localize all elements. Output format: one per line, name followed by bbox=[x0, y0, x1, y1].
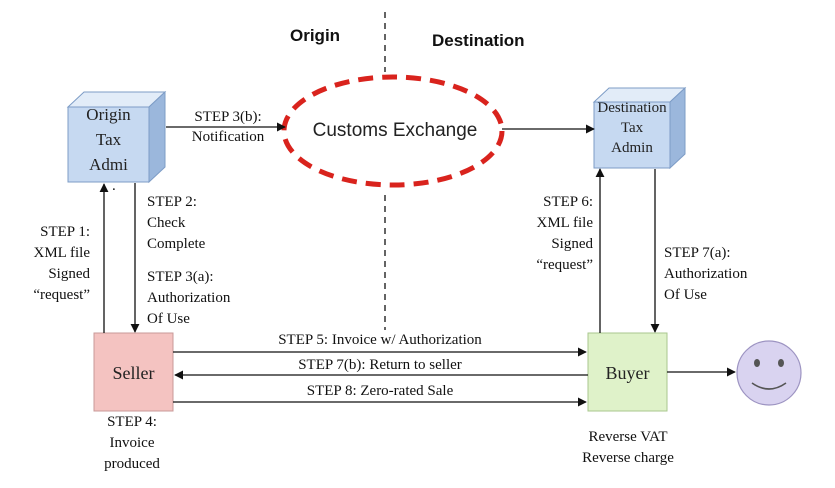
step2-line-2: Check bbox=[147, 215, 186, 231]
step4-line-1: STEP 4: bbox=[107, 414, 157, 430]
destination-tax-line-1: Destination bbox=[597, 100, 667, 116]
buyer-label: Buyer bbox=[605, 363, 650, 383]
step1-line-2: XML file bbox=[33, 245, 90, 261]
step4-line-2: Invoice bbox=[109, 435, 155, 451]
step1-line-1: STEP 1: bbox=[40, 224, 90, 240]
destination-tax-admin-cube bbox=[592, 86, 687, 170]
stray-dot: . bbox=[112, 178, 116, 194]
step7a-line-2: Authorization bbox=[664, 266, 748, 282]
customs-exchange-ellipse bbox=[281, 74, 505, 188]
seller-label: Seller bbox=[112, 363, 155, 383]
destination-tax-admin-label: Destination Tax Admin bbox=[584, 98, 680, 158]
origin-tax-line-1: Origin bbox=[86, 105, 131, 124]
step3b-line-2: Notification bbox=[191, 129, 265, 145]
step1-line-3: Signed bbox=[48, 266, 90, 282]
step7a-label: STEP 7(a): Authorization Of Use bbox=[664, 243, 747, 306]
step2-line-3: Complete bbox=[147, 236, 206, 252]
step3b-label: STEP 3(b): Notification bbox=[178, 107, 278, 147]
step4-line-3: produced bbox=[104, 456, 160, 472]
buyer-box bbox=[587, 332, 668, 412]
step7a-line-3: Of Use bbox=[664, 287, 707, 303]
origin-tax-admin-label: Origin Tax Admi bbox=[68, 102, 149, 177]
origin-header: Origin bbox=[290, 26, 341, 45]
smiley-face-icon bbox=[736, 340, 802, 406]
seller-box bbox=[93, 332, 174, 412]
step3a-line-2: Authorization bbox=[147, 290, 231, 306]
customs-exchange-label: Customs Exchange bbox=[312, 120, 478, 141]
step3a-line-3: Of Use bbox=[147, 311, 190, 327]
step6-line-1: STEP 6: bbox=[543, 194, 593, 210]
destination-header: Destination bbox=[432, 31, 525, 50]
origin-tax-line-2: Tax bbox=[95, 130, 122, 149]
step7b-label: STEP 7(b): Return to seller bbox=[298, 357, 462, 373]
step6-line-2: XML file bbox=[536, 215, 593, 231]
reverse-charge-note: Reverse charge bbox=[582, 450, 674, 466]
origin-tax-line-3: Admi bbox=[89, 155, 128, 174]
step2-label: STEP 2: Check Complete bbox=[147, 192, 205, 255]
step1-line-4: “request” bbox=[33, 287, 90, 303]
step8-label: STEP 8: Zero-rated Sale bbox=[306, 383, 454, 399]
step3a-label: STEP 3(a): Authorization Of Use bbox=[147, 267, 230, 330]
step1-label: STEP 1: XML file Signed “request” bbox=[0, 222, 90, 306]
origin-tax-admin-cube bbox=[66, 90, 167, 184]
destination-tax-line-3: Admin bbox=[611, 140, 653, 156]
step6-line-3: Signed bbox=[551, 236, 593, 252]
step6-line-4: “request” bbox=[536, 257, 593, 273]
step5-label: STEP 5: Invoice w/ Authorization bbox=[278, 332, 482, 348]
reverse-vat-note: Reverse VAT bbox=[588, 429, 668, 445]
step2-line-1: STEP 2: bbox=[147, 194, 197, 210]
step3a-line-1: STEP 3(a): bbox=[147, 269, 214, 285]
destination-tax-line-2: Tax bbox=[620, 120, 644, 136]
step4-label: STEP 4: Invoice produced bbox=[82, 412, 182, 475]
step3b-line-1: STEP 3(b): bbox=[194, 109, 262, 125]
buyer-notes: Reverse VAT Reverse charge bbox=[560, 427, 696, 469]
step6-label: STEP 6: XML file Signed “request” bbox=[500, 192, 593, 276]
step7a-line-1: STEP 7(a): bbox=[664, 245, 731, 261]
